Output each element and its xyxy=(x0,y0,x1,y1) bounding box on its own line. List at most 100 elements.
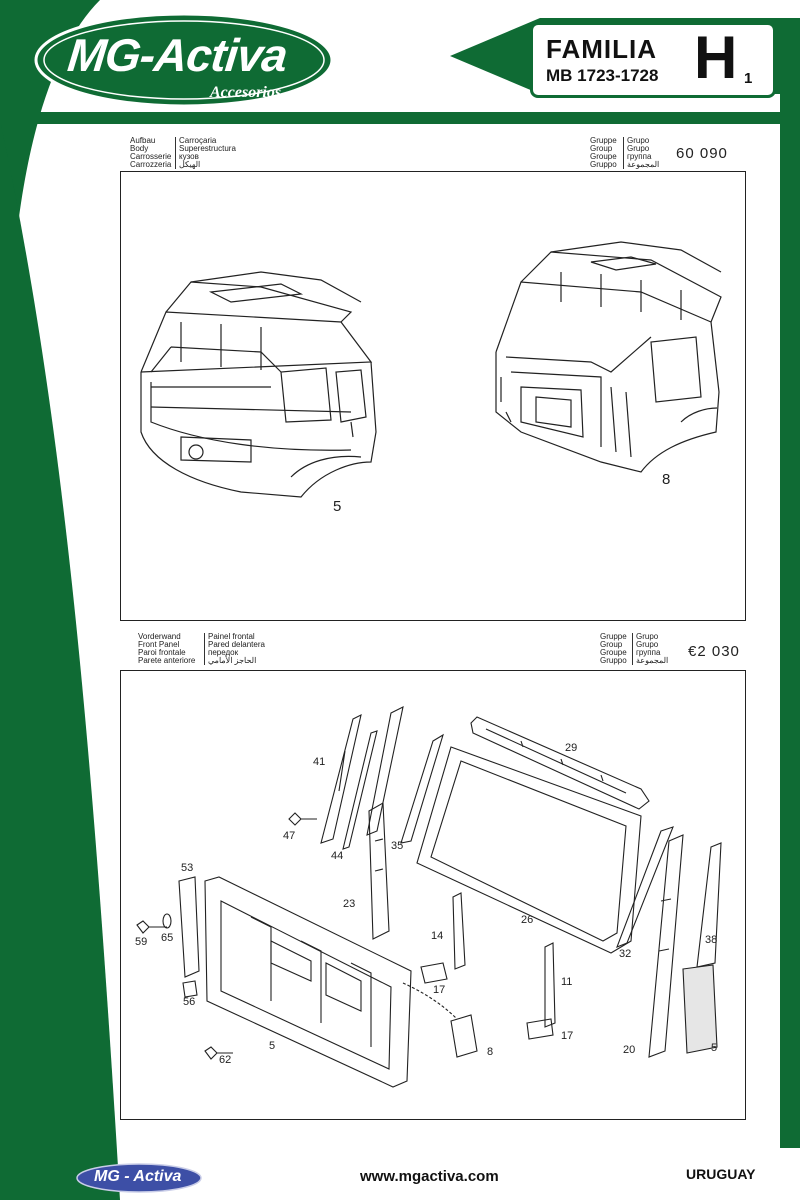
section1-title2-1: Carroçaria xyxy=(179,136,217,145)
part-screw-62 xyxy=(204,1046,233,1060)
part-a-pillar xyxy=(320,713,362,844)
section1-title-3: Carrosserie xyxy=(130,152,172,161)
logo-subtitle: Accesorios xyxy=(210,84,282,101)
section2-title-4: Parete anteriore xyxy=(138,656,196,665)
part-pillar-upper xyxy=(400,733,444,844)
footer-logo: MG - Activa xyxy=(76,1163,202,1193)
part-windshield-frame xyxy=(416,746,642,954)
callout-62: 62 xyxy=(219,1054,231,1066)
section1-group-3: Groupe xyxy=(590,152,617,161)
callout-32: 32 xyxy=(619,948,631,960)
section1-group2-1: Grupo xyxy=(627,136,650,145)
part-bracket-8 xyxy=(450,1014,478,1058)
section1-title2-3: кузов xyxy=(179,152,199,161)
callout-11: 11 xyxy=(561,976,572,988)
section1-group2-4: المجموعة xyxy=(627,160,660,169)
section1-title-2: Body xyxy=(130,144,149,153)
section1-group2-2: Grupo xyxy=(627,144,650,153)
part-clip-17a xyxy=(420,962,448,984)
family-number: 1 xyxy=(744,70,753,87)
callout-8: 8 xyxy=(662,471,670,488)
section1-group2-3: группа xyxy=(627,152,652,161)
callout-8: 8 xyxy=(487,1046,493,1058)
section1-group-2: Group xyxy=(590,144,613,153)
logo-text: MG-Activa xyxy=(65,29,290,81)
part-pillar-35 xyxy=(366,705,404,836)
part-pillar-23 xyxy=(368,802,390,940)
part-bolt-47 xyxy=(288,812,317,826)
cab-body-frame xyxy=(495,241,722,473)
section1-title2-2: Superestructura xyxy=(179,144,236,153)
family-badge-box xyxy=(530,22,776,98)
footer-country: URUGUAY xyxy=(686,1166,756,1182)
callout-38: 38 xyxy=(705,934,717,946)
callout-20: 20 xyxy=(623,1044,635,1056)
section2-group-1: Gruppe xyxy=(600,632,627,641)
section2-title-3: Paroi frontale xyxy=(138,648,186,657)
callout-5: 5 xyxy=(333,498,341,515)
callout-47: 47 xyxy=(283,830,295,842)
part-clip-17b xyxy=(526,1018,554,1040)
part-bracket-11 xyxy=(544,942,556,1028)
section2-group-4: Gruppo xyxy=(600,656,627,665)
section1-group-1: Gruppe xyxy=(590,136,617,145)
section1-title2-4: الهيكل xyxy=(179,160,201,169)
callout-17b: 17 xyxy=(561,1030,573,1042)
family-letter: H xyxy=(694,24,738,91)
callout-41: 41 xyxy=(313,756,325,768)
callout-26: 26 xyxy=(521,914,533,926)
part-screw-59 xyxy=(136,920,167,934)
section2-title2-3: передок xyxy=(208,648,239,657)
part-pillar-20 xyxy=(648,834,684,1058)
section2-title2-4: الحاجز الأمامي xyxy=(208,656,257,665)
callout-56: 56 xyxy=(183,996,195,1008)
callout-53: 53 xyxy=(181,862,193,874)
callout-59: 59 xyxy=(135,936,147,948)
section2-group2-3: группа xyxy=(636,648,661,657)
part-roof-crossmember xyxy=(470,716,650,810)
section2-group2-4: المجموعة xyxy=(636,656,669,665)
brand-logo: MG-Activa Accesorios xyxy=(34,12,334,108)
footer-logo-text: MG - Activa xyxy=(94,1168,182,1185)
section2-title-1: Vorderwand xyxy=(138,632,181,641)
part-bracket-53 xyxy=(178,876,200,978)
section1-group-4: Gruppo xyxy=(590,160,617,169)
callout-17a: 17 xyxy=(433,984,445,996)
section1-group-code: 60 090 xyxy=(676,145,728,162)
family-badge: FAMILIA MB 1723-1728 H 1 xyxy=(450,14,780,98)
part-bracket-14 xyxy=(452,892,466,970)
part-front-panel xyxy=(204,876,412,1088)
section1-title-4: Carrozzeria xyxy=(130,160,172,169)
callout-29: 29 xyxy=(565,742,577,754)
cab-body-closed xyxy=(140,271,377,498)
section2-group-3: Groupe xyxy=(600,648,627,657)
family-model: MB 1723-1728 xyxy=(546,66,659,85)
part-trim-38 xyxy=(682,842,722,1054)
section1-title-1: Aufbau xyxy=(130,136,156,145)
callout-44: 44 xyxy=(331,850,343,862)
section2-title2-2: Pared delantera xyxy=(208,640,265,649)
section2-title2-1: Painel frontal xyxy=(208,632,255,641)
callout-5b: 5 xyxy=(711,1042,717,1054)
section1-diagram: 5 8 xyxy=(120,171,746,621)
section2-group2-1: Grupo xyxy=(636,632,659,641)
section2-title-2: Front Panel xyxy=(138,640,180,649)
callout-35: 35 xyxy=(391,840,403,852)
part-clip-56 xyxy=(182,980,198,998)
bracket-8-leader xyxy=(402,982,458,1020)
part-pillar-strip xyxy=(342,730,378,850)
section2-header: Vorderwand Front Panel Paroi frontale Pa… xyxy=(120,633,740,667)
callout-5: 5 xyxy=(269,1040,275,1052)
callout-65: 65 xyxy=(161,932,173,944)
family-label: FAMILIA xyxy=(546,34,657,64)
section2-diagram: 29 41 47 44 35 53 23 26 59 65 14 32 38 1… xyxy=(120,670,746,1120)
right-green-strip xyxy=(780,18,800,1148)
part-washer-65 xyxy=(162,913,172,929)
part-pillar-32 xyxy=(616,826,674,948)
section2-group-code: €2 030 xyxy=(688,643,740,660)
section1-header: Aufbau Body Carrosserie Carrozzeria Carr… xyxy=(120,137,740,171)
callout-23: 23 xyxy=(343,898,355,910)
section2-group2-2: Grupo xyxy=(636,640,659,649)
footer-website-link[interactable]: www.mgactiva.com xyxy=(360,1168,499,1185)
section2-group-2: Group xyxy=(600,640,623,649)
